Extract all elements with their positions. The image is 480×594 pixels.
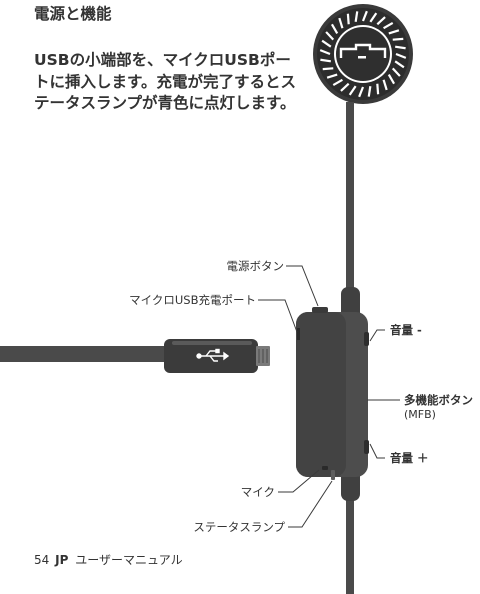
earbud-ridge [392, 37, 404, 41]
earbud-ridge [320, 58, 331, 63]
earbud-ridge [358, 86, 365, 98]
volume-down-button[interactable] [364, 332, 369, 346]
earbud-ridge [319, 49, 331, 56]
page-title: 電源と機能 [34, 5, 112, 23]
earbud-ridge [361, 10, 368, 22]
volume-up-button[interactable] [364, 440, 369, 454]
mfb-label-text: 多機能ボタン [404, 393, 473, 407]
page-footer: 54 JP ユーザーマニュアル [34, 551, 183, 568]
earbud-ridge [346, 13, 350, 25]
earbud-ridge [369, 12, 378, 23]
earbud [313, 4, 413, 104]
earbud-ridge [367, 86, 372, 97]
mic-hole [322, 466, 328, 470]
micro-usb-port-label: マイクロUSB充電ポート [129, 293, 256, 307]
earbud-ridge [348, 85, 357, 96]
earbud-ridge [395, 52, 407, 59]
language-code: JP [55, 553, 69, 567]
earbud-ridge [325, 31, 335, 41]
manual-title: ユーザーマニュアル [75, 553, 183, 567]
earbud-ridge [388, 29, 400, 35]
leader-lines [258, 265, 400, 528]
earbud-ridge [340, 82, 350, 92]
earbud-ridge [322, 67, 334, 71]
mic-label: マイク [240, 485, 275, 499]
volume-up-label: 音量 ＋ [390, 451, 429, 465]
earbud-ridge [354, 11, 359, 22]
earbud-ridge [387, 74, 396, 85]
usb-icon [196, 348, 230, 362]
earbud-ridge [376, 83, 380, 95]
earbud-ridge [383, 21, 394, 30]
page-number: 54 [34, 553, 50, 567]
usb-cable [0, 346, 172, 362]
status-lamp [331, 470, 335, 480]
power-button[interactable] [312, 307, 328, 313]
earbud-ridge [330, 23, 339, 34]
mfb-abbrev: (MFB) [404, 408, 436, 421]
earbud-ridge [376, 16, 386, 26]
earbud-ridge [321, 39, 332, 48]
volume-down-label: 音量 - [390, 323, 422, 337]
earbud-ridge [394, 60, 405, 69]
instruction-text: USBの小端部を、マイクロUSBポートに挿入します。充電が完了するとステータスラ… [34, 51, 296, 112]
brand-logo-icon [339, 43, 387, 58]
power-button-label: 電源ボタン [226, 259, 285, 273]
earbud-ridge [382, 79, 388, 91]
headphone-cable-lower [346, 498, 354, 594]
earbud-ridge [395, 45, 406, 50]
earbud-ridge [332, 78, 343, 87]
mfb-label: 多機能ボタン (MFB) [404, 392, 473, 421]
earbud-ridge [326, 73, 338, 79]
earbud-ridge [391, 67, 401, 77]
headphone-cable-upper [346, 102, 354, 292]
micro-usb-port [297, 328, 300, 340]
earbud-ridge [338, 17, 344, 29]
inline-remote [296, 287, 369, 501]
status-lamp-label: ステータスランプ [193, 520, 285, 534]
